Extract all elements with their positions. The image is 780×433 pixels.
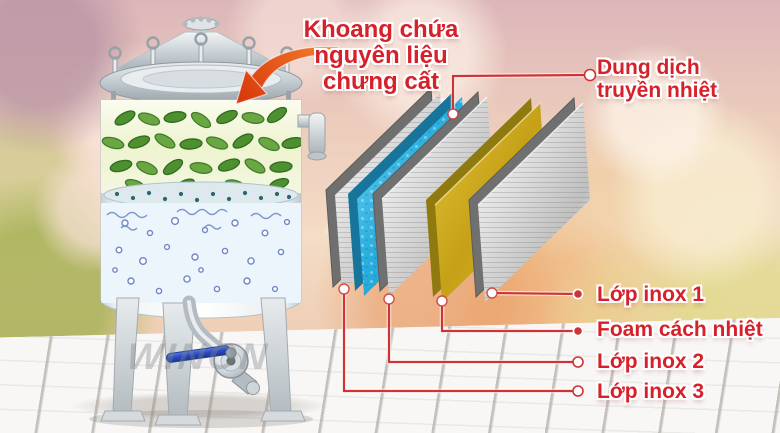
heat-label-line1: Dung dịch bbox=[597, 56, 700, 79]
layer-stack-illustration bbox=[325, 86, 590, 302]
tank-shadow bbox=[89, 410, 313, 428]
curved-arrow-icon bbox=[235, 46, 339, 105]
water-chamber bbox=[101, 203, 301, 303]
layer-inox1 bbox=[468, 96, 590, 302]
drain-valve bbox=[166, 295, 260, 395]
connector-heat-fluid bbox=[451, 73, 591, 114]
side-outlet-pipe bbox=[297, 112, 327, 161]
connector-inox3 bbox=[342, 289, 578, 393]
connector-inox1 bbox=[491, 291, 579, 296]
sieve-holes bbox=[114, 190, 292, 203]
chamber-title-line1: Khoang chứa bbox=[303, 16, 459, 43]
label-heat-fluid: Dung dịch truyền nhiệt bbox=[597, 56, 717, 102]
connector-inox2 bbox=[387, 299, 578, 364]
bubbles bbox=[112, 216, 291, 295]
connector-foam bbox=[440, 301, 578, 333]
label-inox3: Lớp inox 3 bbox=[597, 380, 705, 403]
chamber-title-line3: chưng cất bbox=[322, 68, 440, 95]
label-foam: Foam cách nhiệt bbox=[597, 318, 763, 341]
chamber-title: Khoang chứa nguyên liệu chưng cất bbox=[288, 17, 474, 95]
chamber-title-line2: nguyên liệu bbox=[314, 42, 448, 69]
anchor-dots bbox=[338, 108, 498, 307]
label-inox2: Lớp inox 2 bbox=[597, 350, 705, 373]
heat-label-line2: truyền nhiệt bbox=[597, 79, 718, 102]
water-surface bbox=[106, 208, 282, 231]
label-inox1: Lớp inox 1 bbox=[597, 283, 705, 306]
